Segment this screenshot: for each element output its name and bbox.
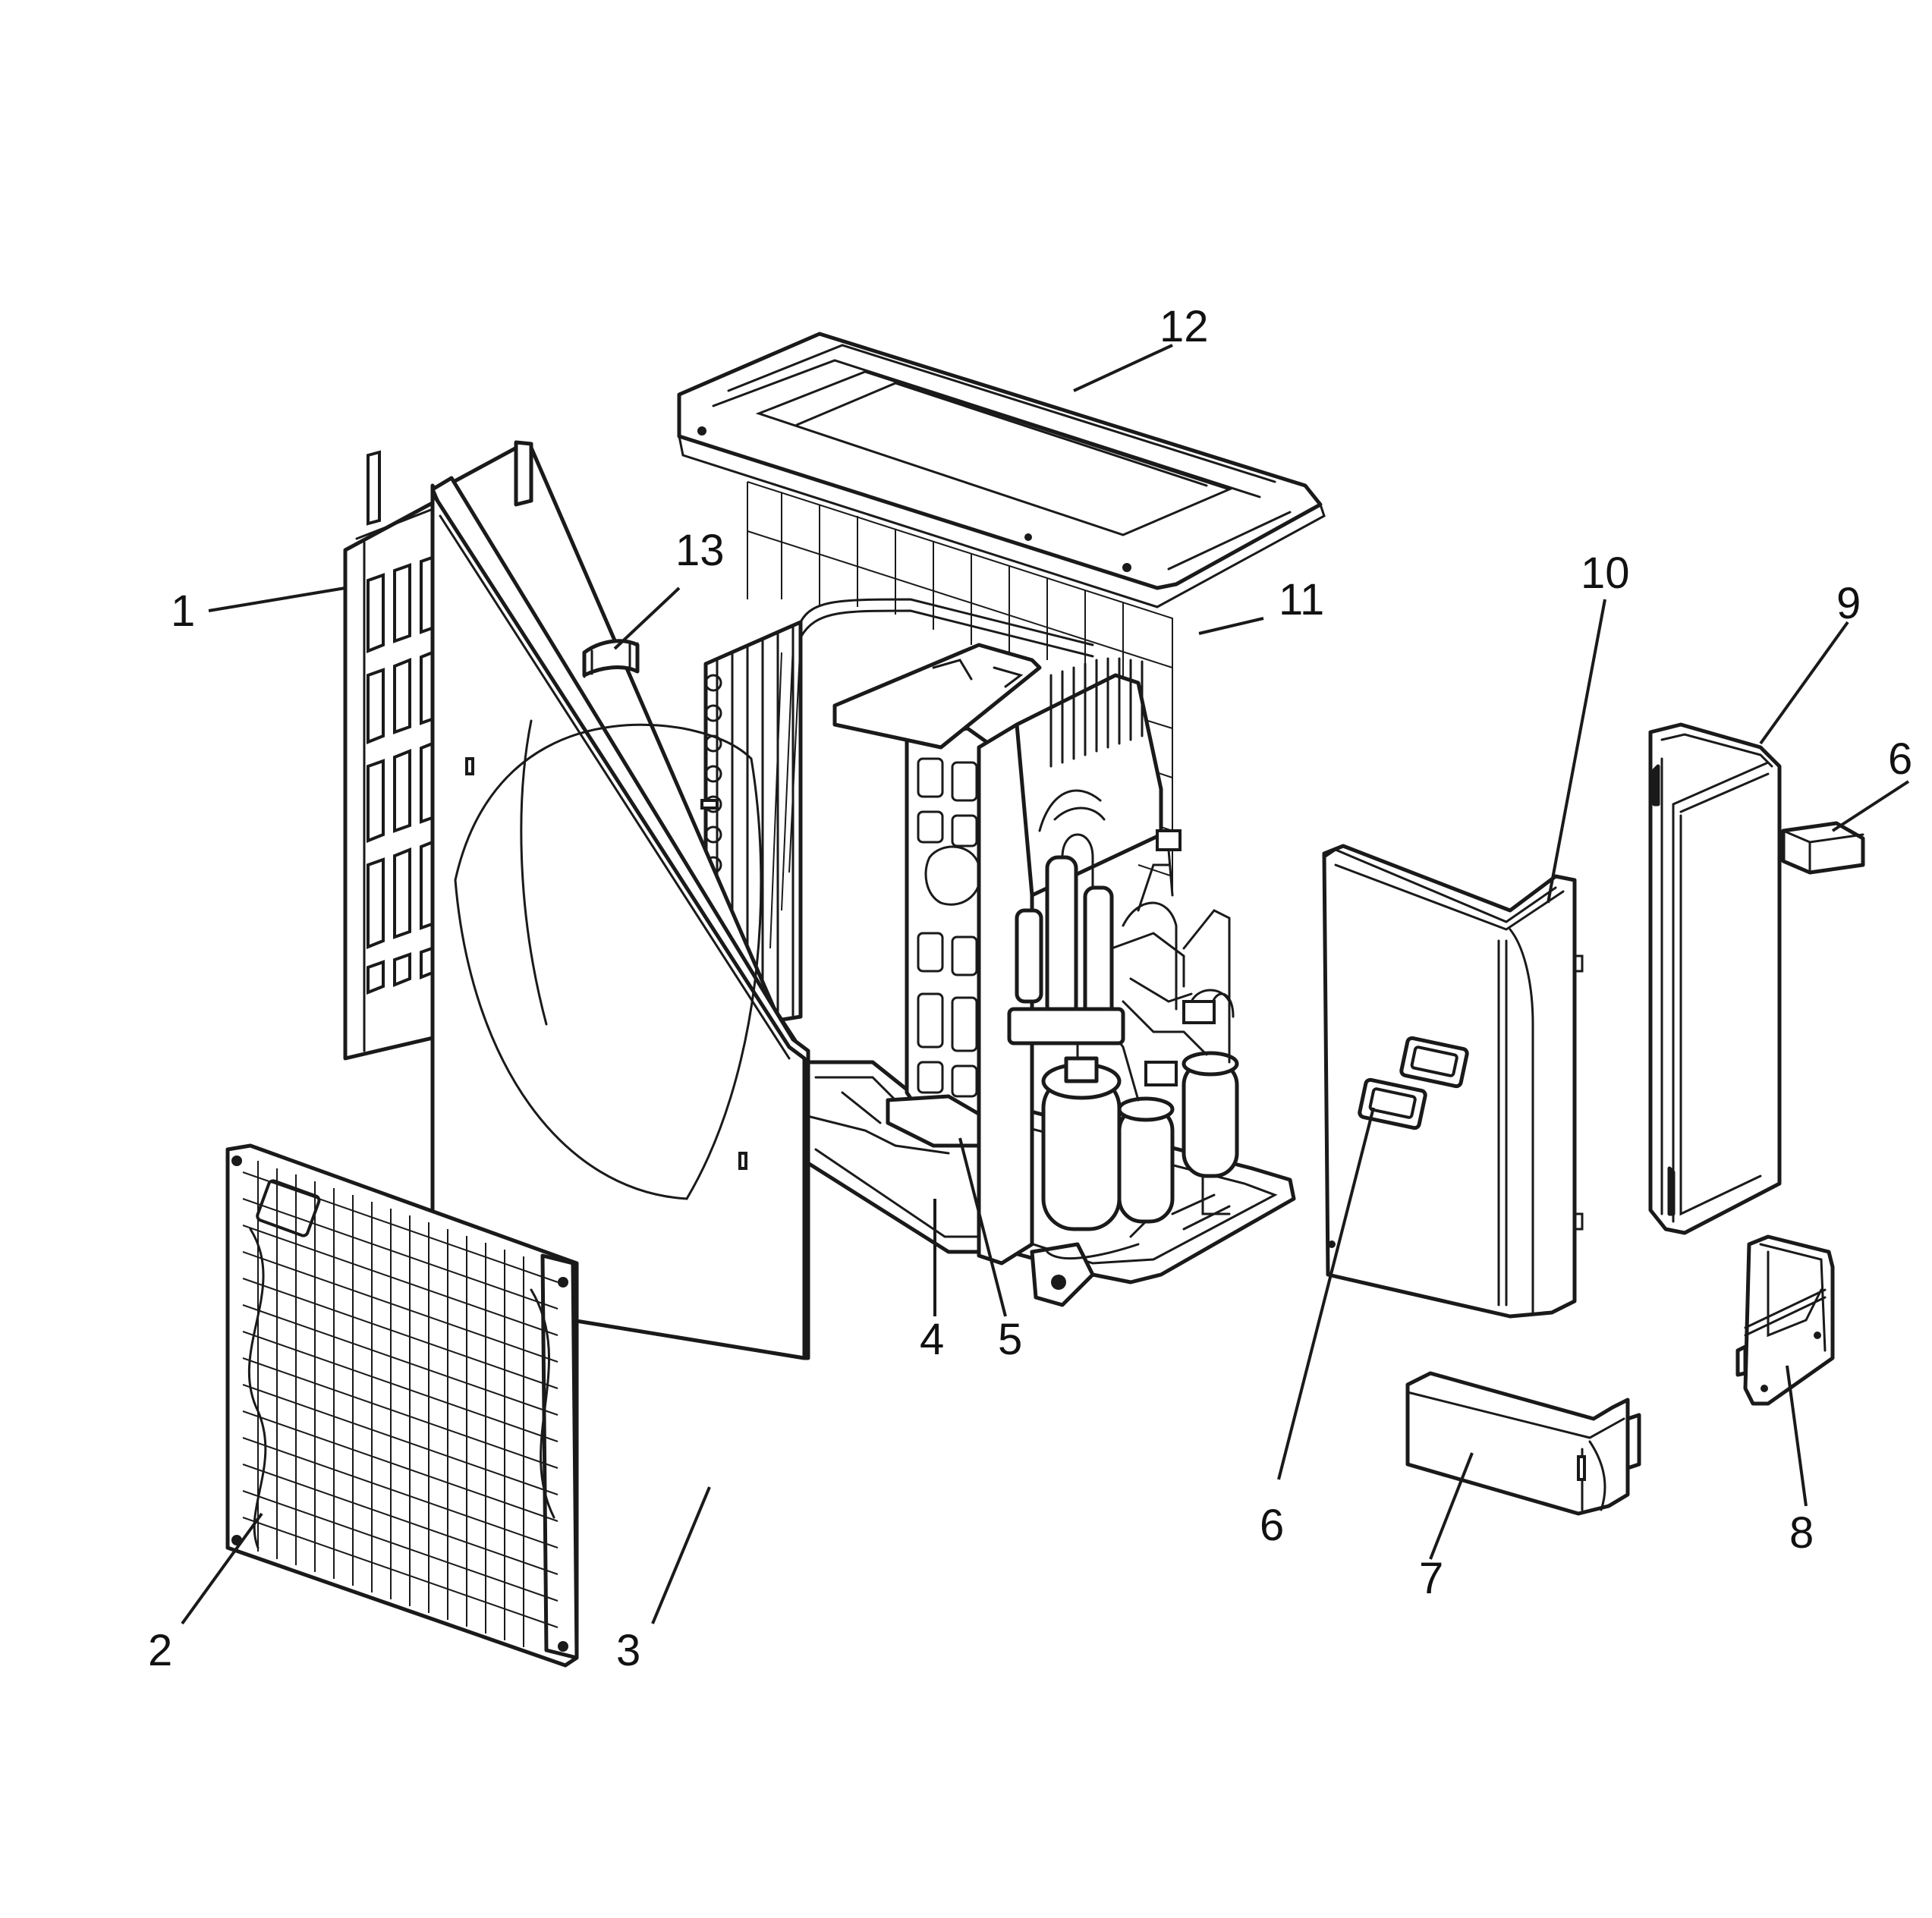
callout-7: 7: [1419, 1554, 1443, 1603]
leader-5: [958, 1137, 1007, 1317]
leader-13: [613, 586, 681, 650]
callout-3: 3: [616, 1626, 640, 1675]
callout-numbers: 1 2 3 4 5 6 6 7 8 9 10 11 12 13: [148, 302, 1912, 1675]
callout-6a: 6: [1260, 1501, 1284, 1550]
leader-12: [1073, 344, 1173, 392]
leader-6b: [1831, 780, 1910, 832]
part-small-bracket: [582, 639, 640, 678]
compressor-assembly: [1007, 829, 1239, 1260]
callout-11: 11: [1279, 575, 1324, 624]
part-right-rear-panel: [1648, 722, 1782, 1235]
leader-10: [1547, 599, 1606, 904]
callout-12: 12: [1160, 302, 1209, 351]
part-lower-cover: [1405, 1371, 1641, 1516]
callout-4: 4: [920, 1315, 944, 1364]
part-small-cover: [1735, 1234, 1835, 1406]
leader-6a: [1277, 1107, 1375, 1480]
part-front-grille: [225, 1143, 579, 1668]
part-top-cover: [677, 332, 1326, 608]
electrical-panel: [977, 657, 1163, 1266]
leader-2: [181, 1512, 263, 1625]
leader-1: [208, 586, 346, 612]
callout-1: 1: [171, 586, 195, 636]
leader-7: [1429, 1452, 1474, 1560]
callout-6b: 6: [1888, 734, 1912, 784]
leader-9: [1759, 621, 1849, 745]
callout-13: 13: [675, 526, 725, 575]
leader-3: [651, 1486, 711, 1624]
part-plug-right: [1781, 821, 1865, 875]
callout-10: 10: [1581, 549, 1630, 598]
part-front-panel: [430, 440, 810, 1360]
part-right-side-panel: [1322, 844, 1584, 1319]
callout-2: 2: [148, 1626, 172, 1675]
leader-lines: [181, 344, 1910, 1625]
leader-8: [1786, 1365, 1808, 1507]
control-plate: [832, 643, 1042, 750]
callout-5: 5: [998, 1315, 1022, 1364]
leader-11: [1198, 617, 1264, 635]
callout-9: 9: [1836, 579, 1861, 628]
callout-8: 8: [1789, 1508, 1814, 1558]
